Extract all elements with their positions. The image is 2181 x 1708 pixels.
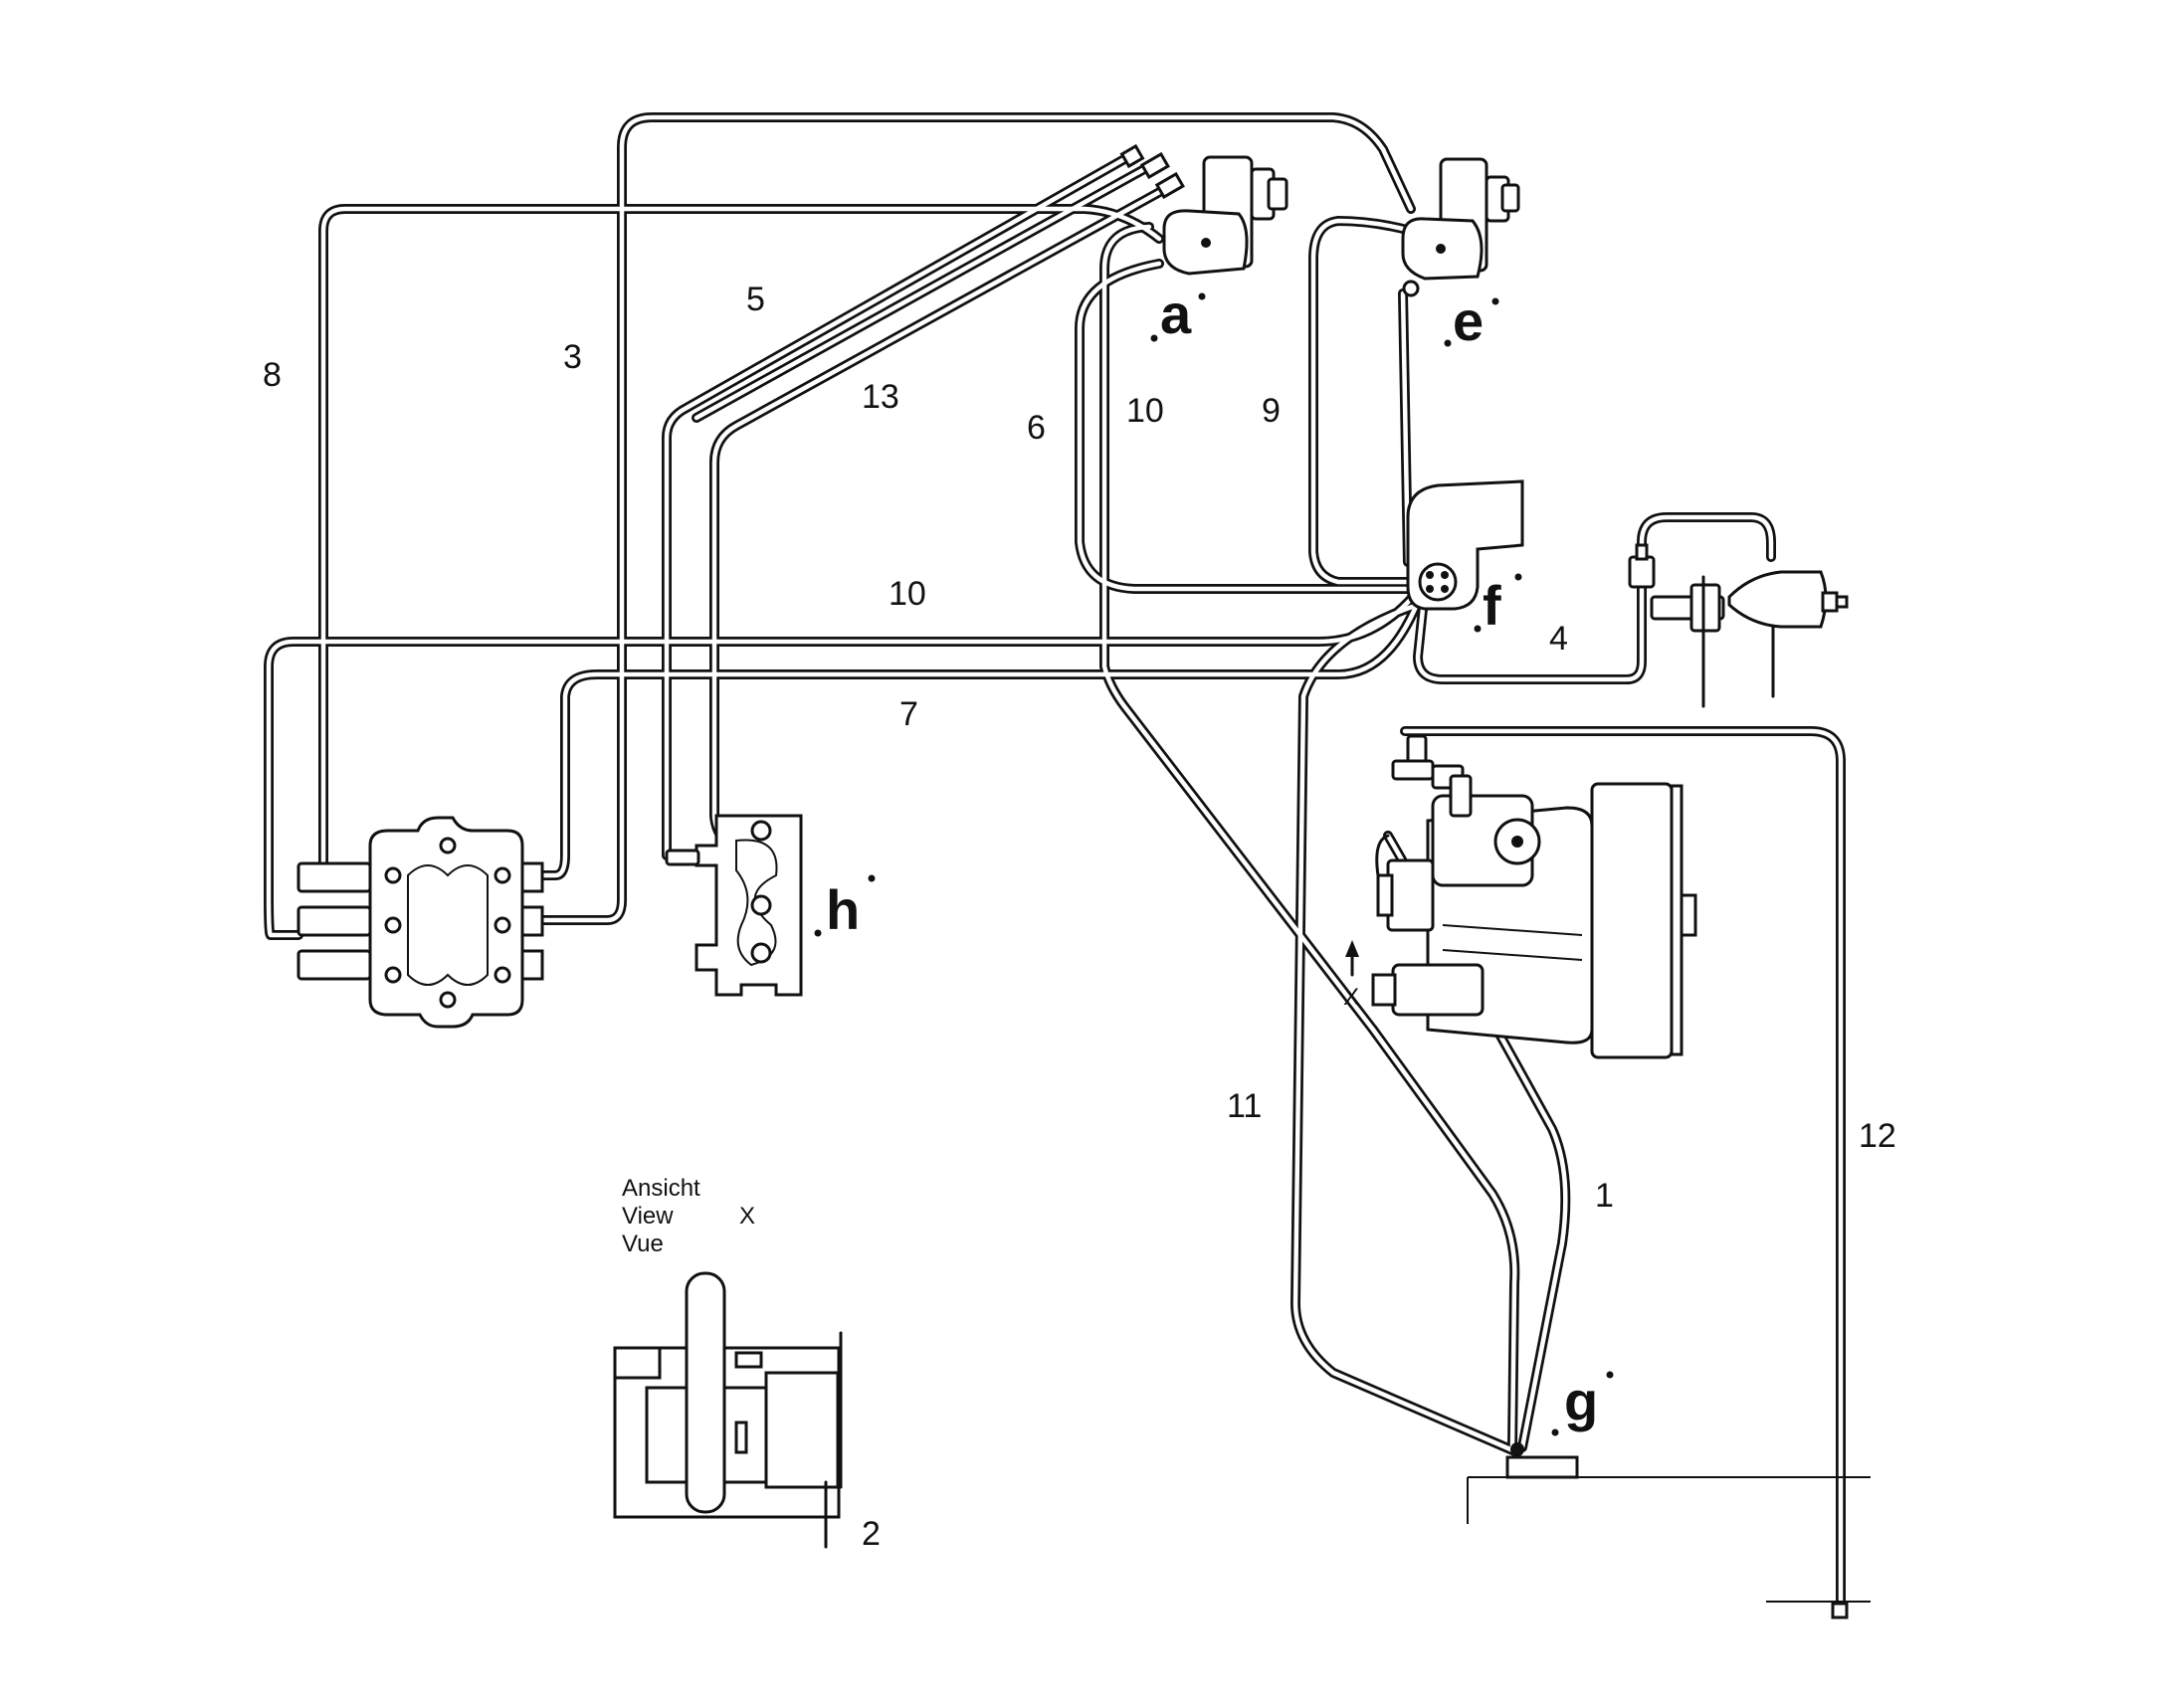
label-3: 3 — [563, 338, 582, 376]
caption-vue: Vue — [622, 1231, 664, 1257]
tank-base — [1467, 1442, 1871, 1619]
label-5: 5 — [746, 281, 765, 318]
pipe-6-inner — [1077, 261, 1411, 592]
label-10-upper: 10 — [1126, 392, 1164, 430]
letter-e: e — [1453, 289, 1484, 352]
caption-marker: X — [739, 1203, 755, 1230]
pipe-number-labels: 1 2 3 4 5 6 7 8 9 10 10 11 12 13 — [263, 281, 1896, 1553]
pipe-1-lower — [1368, 1025, 1520, 1452]
pump-assembly — [1371, 734, 1697, 1059]
pipe-inners — [266, 114, 1844, 1614]
label-7: 7 — [899, 695, 918, 733]
accumulator — [1628, 543, 1849, 708]
control-valve-block — [297, 816, 544, 1029]
pipe-7-inner — [534, 599, 1421, 878]
valve-a — [1119, 143, 1289, 276]
pipe-10-horizontal-inner — [266, 594, 1416, 938]
pipe-5 — [662, 154, 1129, 860]
pipe-12-inner — [1402, 728, 1844, 1614]
pipe-9-inner — [1310, 218, 1414, 585]
view-arrow-label: X — [1343, 984, 1359, 1011]
pipe-1-lower-inner — [1370, 1027, 1517, 1450]
label-8: 8 — [263, 356, 282, 394]
distributor-f — [1406, 479, 1524, 611]
label-9: 9 — [1262, 392, 1281, 430]
label-10-horizontal: 10 — [889, 575, 926, 613]
valve-e — [1401, 157, 1520, 297]
label-11: 11 — [1227, 1087, 1262, 1125]
view-x-arrow: X — [1343, 940, 1359, 1011]
caption-view: View — [622, 1203, 674, 1230]
pipe-10-upper-inner — [1101, 224, 1376, 1033]
label-12: 12 — [1859, 1117, 1896, 1155]
label-6: 6 — [1027, 409, 1046, 447]
pipe-8-inner — [320, 206, 1162, 878]
label-4: 4 — [1549, 620, 1568, 658]
pipe-8 — [318, 204, 1164, 880]
pipe-3-inner — [539, 114, 1414, 923]
letter-a: a — [1160, 283, 1192, 345]
pipe-9 — [1308, 216, 1416, 587]
pipe-10-upper — [1099, 222, 1378, 1035]
pipe-13-parallel-inner — [694, 166, 1147, 421]
letter-f: f — [1483, 574, 1501, 637]
view-x-inset — [613, 1271, 843, 1549]
label-1: 1 — [1595, 1177, 1614, 1215]
caption-ansicht: Ansicht — [622, 1175, 700, 1202]
pipe-4-inner — [1415, 514, 1774, 682]
label-2: 2 — [862, 1515, 881, 1553]
letter-g: g — [1564, 1370, 1598, 1432]
pipe-5-inner — [664, 156, 1127, 858]
view-caption: Ansicht View Vue X — [622, 1175, 755, 1257]
label-13: 13 — [862, 378, 899, 416]
valve-block-h — [665, 814, 803, 997]
letter-h: h — [826, 878, 860, 941]
component-letters: a e f g h — [814, 283, 1614, 1436]
pipe-11-inner — [1292, 602, 1520, 1455]
